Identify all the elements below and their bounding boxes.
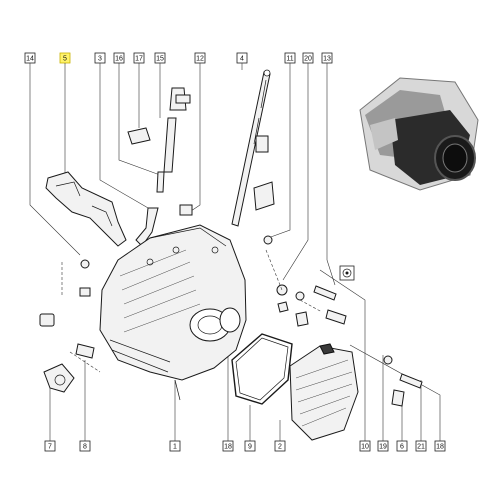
alignment-lines — [61, 249, 323, 373]
svg-text:13: 13 — [323, 56, 331, 63]
dipstick-part — [231, 69, 271, 227]
callouts-bottom: 7 8 1 18 9 2 10 19 — [44, 440, 446, 452]
callout-7: 7 — [44, 440, 56, 452]
svg-text:18: 18 — [224, 444, 232, 451]
callout-2: 2 — [274, 440, 286, 452]
svg-text:15: 15 — [156, 56, 164, 63]
callouts-top: 14 5 3 16 17 15 12 4 — [24, 52, 333, 64]
fasteners — [276, 284, 423, 407]
gearbox-housing — [99, 224, 247, 401]
svg-text:9: 9 — [248, 444, 252, 451]
callout-6: 6 — [396, 440, 408, 452]
callout-4: 4 — [236, 52, 248, 64]
fitting-part — [43, 343, 95, 393]
callout-15: 15 — [154, 52, 166, 64]
svg-text:21: 21 — [417, 444, 425, 451]
svg-text:18: 18 — [436, 444, 444, 451]
callout-17: 17 — [133, 52, 145, 64]
callout-3: 3 — [94, 52, 106, 64]
side-cover — [289, 343, 359, 441]
svg-text:2: 2 — [278, 444, 282, 451]
callout-18-left: 18 — [222, 440, 234, 452]
callout-20: 20 — [302, 52, 314, 64]
svg-text:17: 17 — [135, 56, 143, 63]
svg-text:20: 20 — [304, 56, 312, 63]
callout-16: 16 — [113, 52, 125, 64]
callout-21: 21 — [415, 440, 427, 452]
svg-text:12: 12 — [196, 56, 204, 63]
callout-13: 13 — [321, 52, 333, 64]
callout-5: 5 — [59, 52, 71, 64]
svg-text:8: 8 — [83, 444, 87, 451]
svg-text:16: 16 — [115, 56, 123, 63]
callout-18-right: 18 — [434, 440, 446, 452]
sensor-icon — [339, 265, 355, 281]
tube-parts — [79, 87, 275, 297]
svg-text:6: 6 — [400, 444, 404, 451]
svg-text:3: 3 — [98, 56, 102, 63]
callout-19: 19 — [377, 440, 389, 452]
callout-14: 14 — [24, 52, 36, 64]
svg-text:14: 14 — [26, 56, 34, 63]
svg-text:7: 7 — [48, 444, 52, 451]
svg-text:5: 5 — [63, 56, 67, 63]
callout-11: 11 — [284, 52, 296, 64]
svg-text:1: 1 — [173, 444, 177, 451]
svg-text:10: 10 — [361, 444, 369, 451]
callout-8: 8 — [79, 440, 91, 452]
callout-1: 1 — [169, 440, 181, 452]
bushing-part — [39, 313, 55, 327]
inset-photo — [345, 70, 495, 195]
gasket-ring — [231, 333, 293, 405]
svg-text:19: 19 — [379, 444, 387, 451]
svg-text:4: 4 — [240, 56, 244, 63]
callout-9: 9 — [244, 440, 256, 452]
callout-10: 10 — [359, 440, 371, 452]
callout-12: 12 — [194, 52, 206, 64]
bracket-part — [45, 171, 127, 247]
svg-text:11: 11 — [286, 56, 293, 63]
